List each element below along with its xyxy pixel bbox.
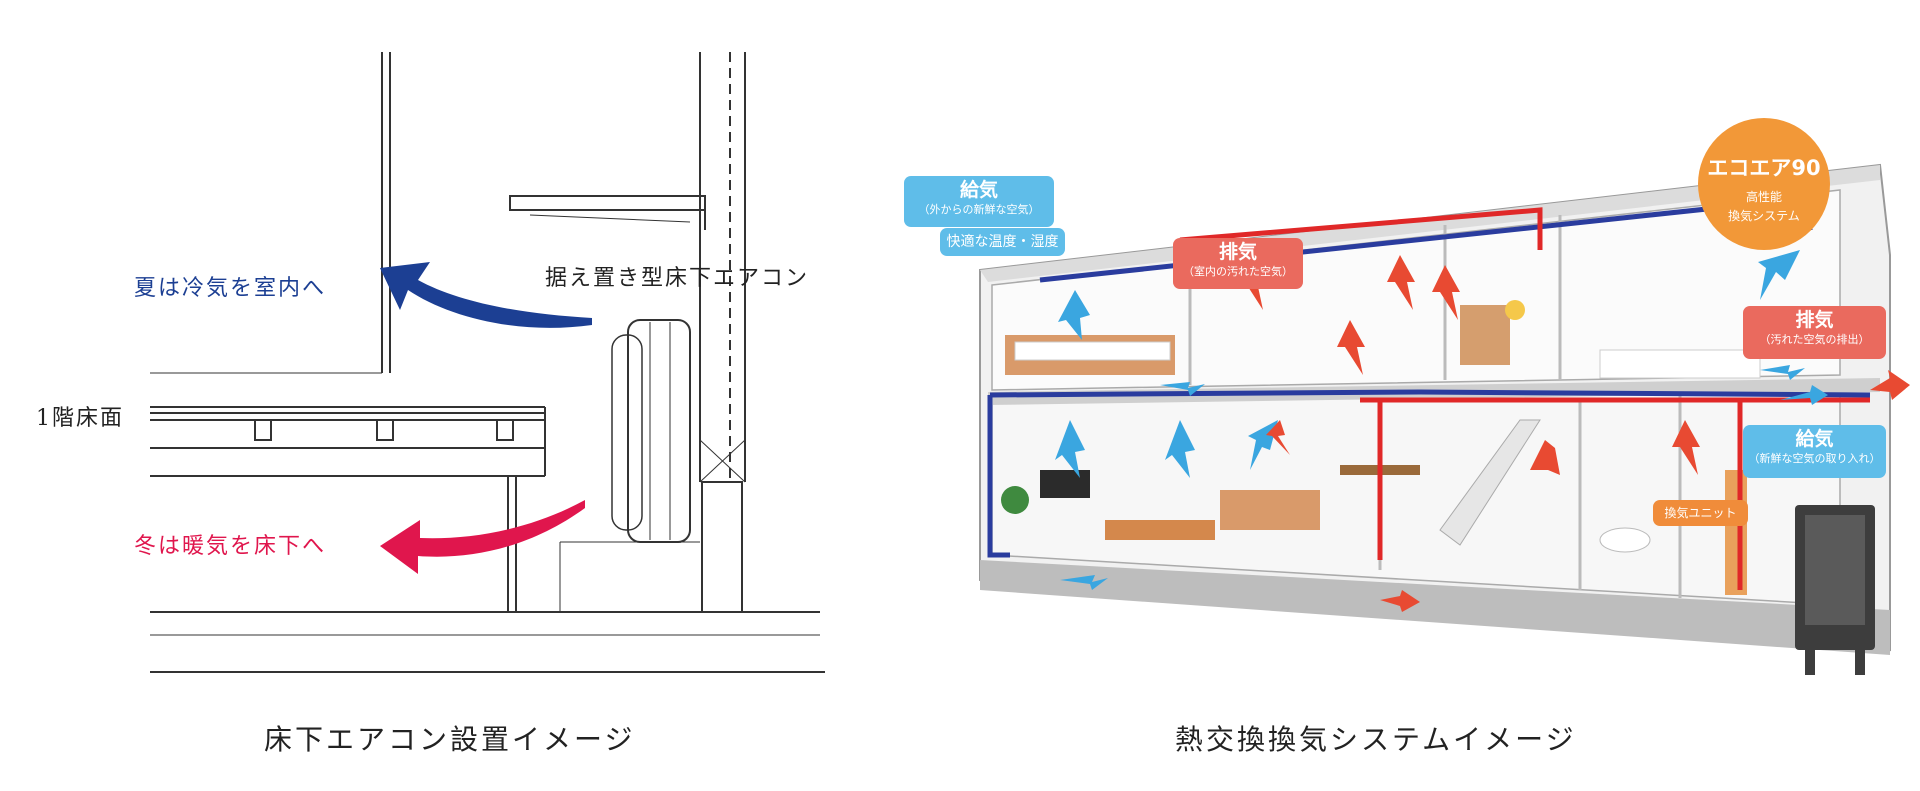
ventilation-unit-device — [1795, 505, 1875, 675]
ventilation-unit-tag-text: 換気ユニット — [1664, 506, 1737, 520]
supply-outside-title: 給気 — [959, 179, 998, 201]
supply-outside-sub: （外からの新鮮な空気） — [918, 202, 1040, 216]
supply-in-sub: （新鮮な空気の取り入れ） — [1748, 451, 1881, 465]
right-caption: 熱交換換気システムイメージ — [1175, 723, 1577, 756]
exhaust-out-sub: （汚れた空気の排出） — [1759, 332, 1870, 346]
badge-title: エコエア90 — [1707, 156, 1821, 180]
ac-unit-label: 据え置き型床下エアコン — [545, 266, 810, 291]
winter-airflow-arrow — [380, 500, 585, 574]
exhaust-duct — [1179, 207, 1870, 590]
winter-label: 冬は暖気を床下へ — [134, 534, 327, 559]
exhaust-room-title: 排気 — [1218, 241, 1257, 263]
underfloor-ac-drawing — [150, 52, 825, 673]
exhaust-out-tag: 排気 （汚れた空気の排出） — [1743, 306, 1886, 359]
badge-line1: 高性能 — [1745, 190, 1782, 204]
underfloor-ac-diagram: 夏は冷気を室内へ 冬は暖気を床下へ 1階床面 据え置き型床下エアコン 床下エアコ… — [0, 0, 900, 791]
badge-line2: 換気システム — [1728, 209, 1800, 223]
ventilation-system-diagram: 給気 （外からの新鮮な空気） 快適な温度・湿度 排気 （室内の汚れた空気） 排気… — [880, 0, 1920, 791]
summer-airflow-arrow — [380, 262, 592, 328]
ventilation-unit-tag: 換気ユニット — [1653, 500, 1748, 526]
supply-in-title: 給気 — [1795, 428, 1834, 450]
exhaust-room-tag: 排気 （室内の汚れた空気） — [1173, 238, 1303, 289]
left-caption: 床下エアコン設置イメージ — [264, 723, 636, 756]
comfort-tag-text: 快適な温度・湿度 — [946, 234, 1059, 250]
eco-air-badge: エコエア90 高性能 換気システム — [1698, 118, 1830, 250]
exhaust-out-title: 排気 — [1795, 309, 1834, 331]
summer-label: 夏は冷気を室内へ — [134, 276, 327, 301]
comfort-tag: 快適な温度・湿度 — [940, 228, 1065, 256]
supply-arrows — [1055, 250, 1828, 590]
supply-outside-tag: 給気 （外からの新鮮な空気） — [904, 176, 1054, 227]
building-section-lines — [150, 52, 825, 673]
floor-level-label: 1階床面 — [36, 406, 124, 431]
supply-in-tag: 給気 （新鮮な空気の取り入れ） — [1743, 425, 1886, 478]
exhaust-room-sub: （室内の汚れた空気） — [1183, 264, 1293, 278]
